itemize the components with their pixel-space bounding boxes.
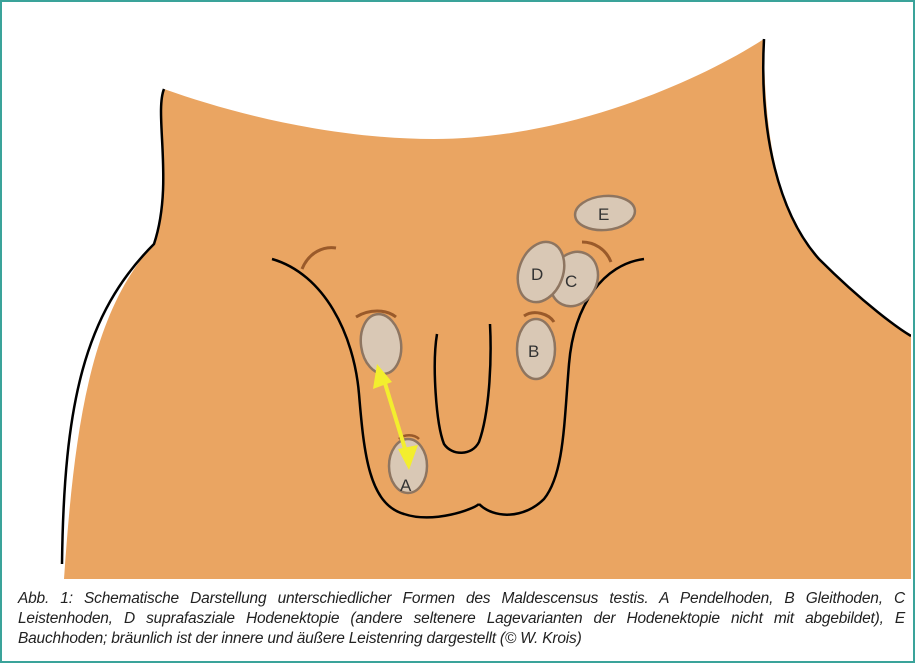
label-a: A: [400, 476, 412, 495]
body-silhouette: [64, 39, 911, 579]
label-c: C: [565, 272, 577, 291]
label-d: D: [531, 265, 543, 284]
label-b: B: [528, 342, 539, 361]
maldescensus-diagram: A B C D E: [4, 4, 911, 579]
label-e: E: [598, 205, 609, 224]
figure-caption: Abb. 1: Schematische Darstellung untersc…: [18, 589, 905, 649]
caption-box: Abb. 1: Schematische Darstellung untersc…: [4, 579, 911, 659]
